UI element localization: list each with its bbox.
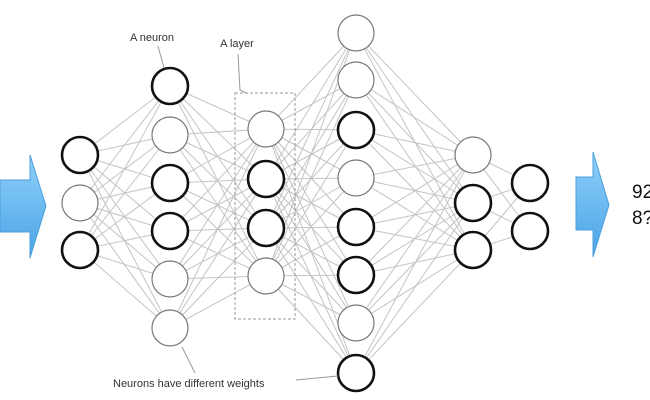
neuron-node	[247, 257, 285, 295]
neuron-node	[336, 207, 376, 247]
connection-edge	[265, 275, 357, 374]
output-value-1: 92	[632, 182, 650, 203]
neuron-node	[510, 163, 550, 203]
neuron-node	[151, 260, 189, 298]
connection-edge	[79, 85, 171, 204]
neurons	[60, 14, 550, 393]
weights-pointer-left	[181, 346, 196, 374]
connection-edge	[355, 154, 474, 324]
neuron-node	[151, 116, 189, 154]
layer-highlight-box	[234, 92, 296, 320]
neuron-node	[60, 230, 100, 270]
connection-edge	[169, 128, 267, 329]
neuron-node	[150, 66, 190, 106]
connection-edge	[355, 202, 474, 374]
connection-edge	[355, 79, 474, 251]
layer-pointer	[237, 53, 247, 94]
neuron-node	[453, 183, 493, 223]
neuron-pointer	[157, 45, 165, 69]
neuron-node	[246, 159, 286, 199]
connection-edge	[265, 129, 357, 277]
neuron-node	[247, 110, 285, 148]
neuron-node	[336, 353, 376, 393]
connection-edge	[79, 134, 171, 251]
output-value-2: 8?	[632, 208, 650, 229]
neuron-node	[150, 211, 190, 251]
output-arrow-icon	[575, 151, 610, 258]
neuron-node	[337, 14, 375, 52]
connection-edge	[355, 249, 474, 374]
connection-edge	[169, 128, 267, 232]
neuron-label: A neuron	[130, 32, 174, 44]
connection-edge	[265, 32, 357, 130]
weights-pointer-right	[295, 375, 339, 381]
connection-edge	[265, 32, 357, 180]
connection-edge	[355, 32, 474, 156]
connection-edge	[355, 129, 474, 156]
connection-edge	[169, 128, 267, 280]
connection-edge	[79, 249, 171, 329]
connection-edge	[355, 154, 474, 179]
connection-edge	[355, 79, 474, 156]
connection-edge	[265, 32, 357, 229]
weights-label: Neurons have different weights	[113, 378, 265, 390]
neuron-node	[337, 159, 375, 197]
neuron-node	[337, 61, 375, 99]
connection-edge	[265, 79, 357, 277]
connection-edge	[169, 178, 267, 329]
connection-edge	[355, 154, 474, 228]
connection-edge	[169, 227, 267, 329]
neuron-node	[337, 304, 375, 342]
neuron-node	[246, 208, 286, 248]
input-arrow-icon	[0, 154, 47, 259]
connection-edge	[265, 177, 357, 277]
connection-edge	[355, 249, 474, 324]
neuron-node	[336, 110, 376, 150]
neuron-node	[61, 184, 99, 222]
neuron-node	[510, 211, 550, 251]
neuron-node	[150, 163, 190, 203]
connection-edge	[79, 85, 171, 251]
connection-edge	[265, 128, 357, 324]
neuron-node	[60, 135, 100, 175]
neuron-node	[336, 255, 376, 295]
layer-label: A layer	[220, 38, 254, 50]
neuron-node	[453, 230, 493, 270]
connection-edge	[265, 128, 357, 276]
neuron-node	[454, 136, 492, 174]
connection-edge	[355, 154, 474, 276]
connection-edge	[79, 202, 171, 329]
neuron-node	[151, 309, 189, 347]
connection-edge	[355, 177, 474, 251]
connection-edge	[355, 154, 474, 374]
